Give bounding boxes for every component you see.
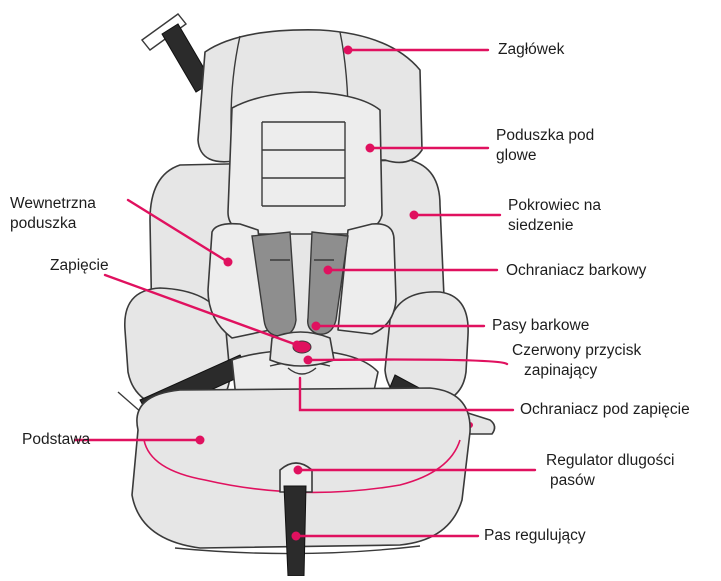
label-adjuster-strap: Pas regulujący — [484, 527, 586, 544]
inner-cushion-right-shape — [337, 223, 397, 335]
label-seat-cover-line1: Pokrowiec na — [508, 197, 602, 214]
label-shoulder-pad: Ochraniacz barkowy — [506, 262, 647, 279]
label-inner-cushion: Wewnetrzna poduszka — [10, 194, 96, 234]
label-buckle: Zapięcie — [50, 257, 109, 274]
label-red-button-line2: zapinający — [524, 362, 598, 379]
label-base: Podstawa — [22, 431, 91, 448]
label-head-cushion-line1: Poduszka pod — [496, 127, 595, 144]
label-red-button-line1: Czerwony przycisk — [512, 342, 642, 359]
label-red-button: Czerwony przycisk zapinający — [512, 341, 641, 381]
top-belt-guide — [140, 13, 213, 93]
label-inner-cushion-line2: poduszka — [10, 215, 77, 232]
label-seat-cover-line2: siedzenie — [508, 217, 574, 234]
label-head-cushion: Poduszka pod glowe — [496, 126, 594, 166]
label-head-cushion-line2: glowe — [496, 147, 537, 164]
head-cushion-shape — [227, 91, 383, 235]
belt-adjuster-shape — [279, 462, 313, 577]
label-buckle-pad: Ochraniacz pod zapięcie — [520, 401, 690, 418]
label-shoulder-belts: Pasy barkowe — [492, 317, 590, 334]
label-headrest: Zagłówek — [498, 41, 565, 58]
label-belt-adjuster-line1: Regulator dlugości — [546, 452, 675, 469]
leader-lines — [73, 45, 537, 541]
label-inner-cushion-line1: Wewnetrzna — [10, 195, 96, 212]
label-belt-adjuster: Regulator dlugości pasów — [546, 451, 674, 491]
label-belt-adjuster-line2: pasów — [550, 472, 595, 489]
label-seat-cover: Pokrowiec na siedzenie — [508, 196, 601, 236]
